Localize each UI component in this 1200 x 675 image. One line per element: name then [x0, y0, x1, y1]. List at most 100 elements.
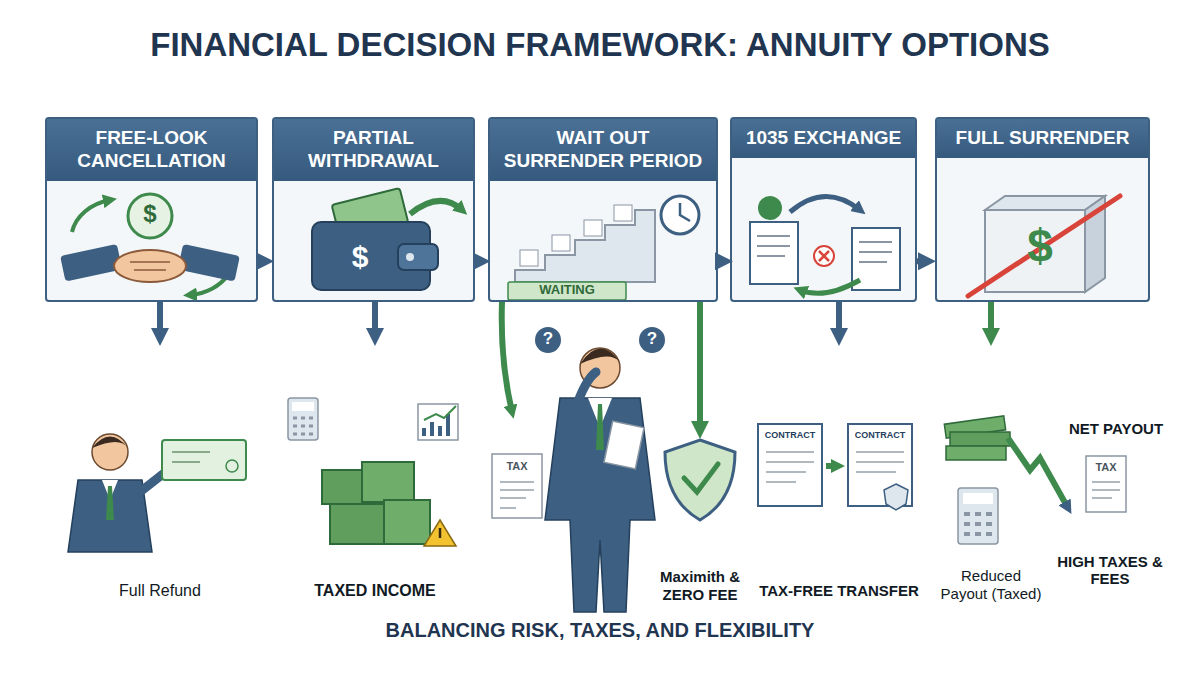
handshake-icon	[60, 194, 240, 295]
outcome-label: TAXED INCOME	[314, 581, 435, 600]
surrender-box-icon-part	[968, 196, 1120, 296]
panel-grounds-part	[935, 117, 1150, 302]
panel-grounds-part	[488, 117, 718, 302]
panel-grounds	[45, 117, 1150, 302]
stairs-clock-icon-part	[661, 196, 699, 234]
exchange-icon-part	[859, 242, 892, 262]
stairs-clock-icon	[508, 196, 699, 300]
decision-figure	[492, 302, 665, 612]
outcome-node: TAX-FREE TRANSFER	[758, 345, 920, 600]
picture-label: CONTRACT	[758, 430, 822, 440]
flow-arrow	[475, 258, 482, 264]
picture-label: HIGH TAXES & FEES	[1046, 553, 1174, 588]
wallet-icon-part	[398, 244, 438, 270]
panel-grounds-part	[730, 117, 917, 302]
flow-arrow	[372, 302, 378, 337]
outcome-label: Maximith & ZERO FEE	[643, 568, 757, 604]
header-band: FREE-LOOK CANCELLATION	[47, 119, 256, 181]
flow-arrow	[157, 302, 163, 337]
flow-arrow	[917, 258, 927, 264]
taxed-income-art-part	[292, 402, 314, 411]
handshake-icon-part	[130, 262, 170, 270]
exchange-icon-part	[814, 246, 834, 266]
exchange-icon-part	[750, 222, 798, 284]
flow-arrow	[836, 302, 842, 337]
exchange-icon-part	[757, 236, 790, 256]
outcome-label: Full Refund	[119, 581, 201, 600]
refund-figure-part	[162, 440, 246, 480]
handshake-icon-part	[178, 244, 240, 281]
outcome-label: Reduced Payout (Taxed)	[937, 567, 1045, 603]
taxed-income-art-part	[439, 528, 442, 538]
picture-label: TAX	[494, 460, 540, 473]
stairs-clock-icon-part	[680, 203, 690, 221]
picture-label: ?	[640, 329, 664, 349]
option-heading: FREE-LOOK CANCELLATION	[53, 127, 250, 173]
net-payout-art-part	[1086, 456, 1126, 512]
refund-figure-part	[106, 486, 114, 520]
flow-arrow	[718, 258, 724, 264]
refund-figure	[68, 434, 246, 552]
picture-label: TAX	[1087, 461, 1125, 474]
decision-figure-part	[492, 454, 542, 518]
outcome-node: TAXED INCOME	[285, 345, 465, 600]
wallet-icon-part	[312, 222, 430, 290]
stairs-clock-icon-part	[520, 250, 538, 266]
outcome-node: Full Refund	[60, 345, 260, 600]
flow-arrow	[258, 258, 265, 264]
header-band: 1035 EXCHANGE	[732, 119, 915, 158]
taxed-income-art	[288, 398, 458, 546]
decision-figure-part	[502, 302, 512, 412]
decision-figure-part	[545, 398, 655, 612]
panel-grounds-part	[45, 117, 258, 302]
refund-figure-part	[172, 452, 210, 462]
picture-label: $	[1010, 220, 1070, 273]
handshake-icon-part	[72, 200, 110, 232]
surrender-box-icon-part	[985, 210, 1085, 292]
contracts-art-part	[884, 484, 908, 510]
taxed-income-art-part	[288, 398, 318, 440]
panel-grounds-part	[272, 117, 475, 302]
flow-arrow	[697, 302, 703, 430]
exchange-icon	[750, 196, 900, 293]
net-payout-art-part	[950, 432, 1010, 446]
net-payout-art-part	[963, 493, 993, 504]
exchange-icon-part	[819, 251, 829, 261]
handshake-icon-part	[128, 194, 172, 238]
decision-figure-part	[596, 404, 604, 450]
picture-label: CONTRACT	[848, 430, 912, 440]
taxed-income-art-part	[384, 500, 430, 544]
contracts-art	[758, 424, 912, 510]
picture-label: $	[130, 200, 170, 228]
option-heading: PARTIAL WITHDRAWAL	[280, 127, 467, 173]
surrender-box-icon	[968, 196, 1120, 296]
picture-label: ?	[536, 329, 560, 349]
option-heading: FULL SURRENDER	[943, 127, 1142, 150]
header-band: FULL SURRENDER	[937, 119, 1148, 158]
taxed-income-art-part	[418, 404, 458, 440]
net-payout-art-part	[946, 446, 1006, 460]
stairs-clock-icon-part	[508, 282, 626, 300]
outcome-node: Reduced Payout (Taxed)	[937, 345, 1045, 603]
option-box: 1035 EXCHANGE	[730, 117, 917, 302]
wallet-icon-part	[406, 253, 414, 261]
option-heading: 1035 EXCHANGE	[738, 127, 909, 150]
refund-figure-part	[92, 437, 128, 449]
decision-figure-part	[535, 327, 561, 353]
option-box: PARTIAL WITHDRAWAL	[272, 117, 475, 302]
contracts-art-part	[758, 424, 822, 506]
handshake-icon-part	[114, 250, 186, 282]
decision-figure-part	[575, 372, 596, 410]
exchange-icon-part	[790, 196, 860, 212]
decision-figure-part	[604, 421, 644, 469]
refund-figure-part	[92, 434, 128, 470]
header-band: WAIT OUT SURRENDER PERIOD	[490, 119, 716, 181]
taxed-income-art-part	[424, 406, 456, 420]
shield-icon-part	[665, 440, 735, 520]
option-heading: WAIT OUT SURRENDER PERIOD	[496, 127, 710, 173]
taxed-income-art-part	[293, 418, 313, 434]
exchange-icon-part	[758, 196, 782, 220]
picture-label: WAITING	[508, 283, 626, 298]
decision-figure-part	[580, 348, 620, 364]
